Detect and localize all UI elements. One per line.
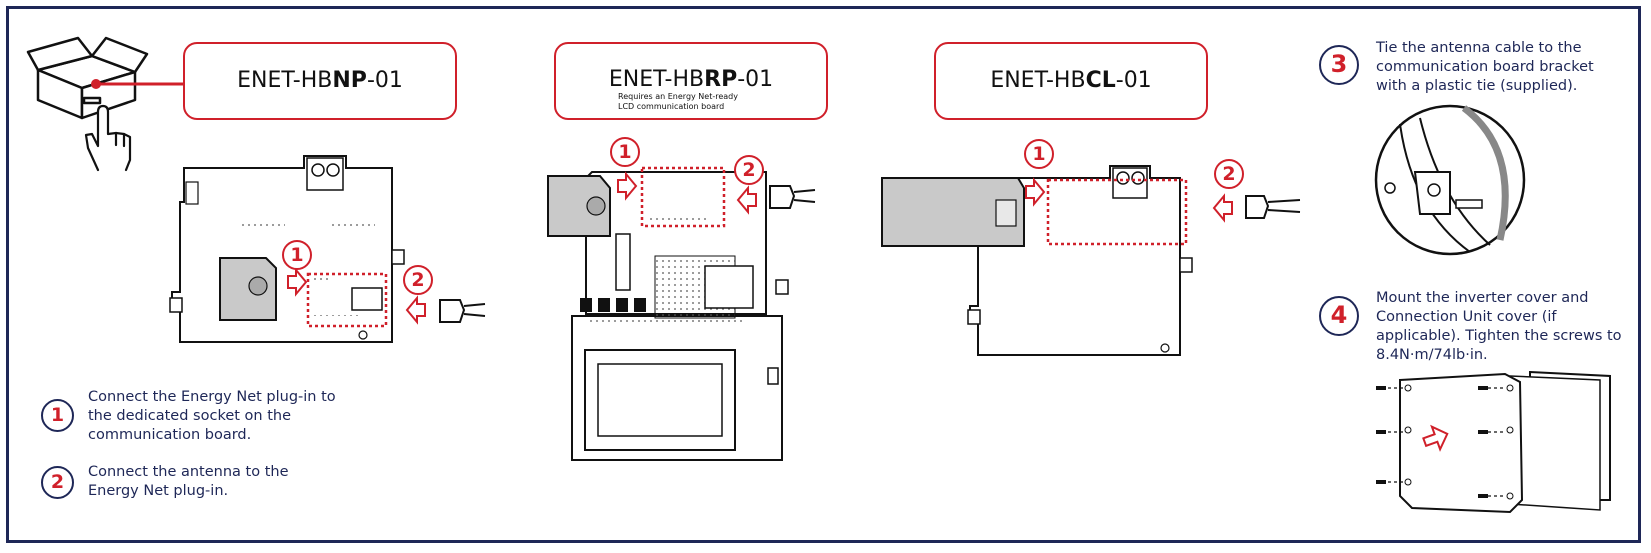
step-3-line: communication board bracket (1376, 59, 1594, 75)
step-1-line: Connect the Energy Net plug-in to (88, 389, 336, 405)
arrow-right-icon (287, 267, 308, 297)
step-4-line: applicable). Tighten the screws to (1376, 328, 1622, 344)
step-3-text: Tie the antenna cable to the communicati… (1376, 39, 1594, 96)
step-2-number: 2 (41, 466, 74, 499)
model-note-line: Requires an Energy Net-ready (618, 92, 738, 101)
cable-tie-detail (1374, 104, 1526, 256)
model-box-cl: ENET-HBCL-01 (934, 42, 1208, 120)
step-3-line: with a plastic tie (supplied). (1376, 78, 1578, 94)
callout-1-cl: 1 (1024, 139, 1054, 169)
step-4-line: 8.4N·m/74lb·in. (1376, 347, 1488, 363)
model-box-np: ENET-HBNP-01 (183, 42, 457, 120)
step-4-number: 4 (1319, 296, 1359, 336)
arrow-right-icon (617, 171, 638, 201)
callout-2-np: 2 (403, 265, 433, 295)
diagram-frame (6, 6, 1641, 543)
model-title: ENET-HBNP-01 (185, 68, 455, 93)
model-suffix: -01 (1115, 68, 1152, 93)
arrow-left-icon (1212, 193, 1233, 223)
communication-board-rp (547, 166, 816, 461)
model-code: NP (332, 68, 367, 93)
callout-2-rp: 2 (734, 155, 764, 185)
model-code: CL (1085, 68, 1116, 93)
inverter-cover-illustration (1376, 370, 1611, 514)
step-1-line: communication board. (88, 427, 252, 443)
callout-2-cl: 2 (1214, 159, 1244, 189)
arrow-left-icon (736, 185, 757, 215)
step-2-line: Energy Net plug-in. (88, 483, 229, 499)
step-1-number: 1 (41, 399, 74, 432)
model-prefix: ENET-HB (237, 68, 333, 93)
callout-1-rp: 1 (610, 137, 640, 167)
pointing-hand-icon (84, 104, 132, 172)
arrow-left-icon (405, 295, 426, 325)
model-title: ENET-HBRP-01 (556, 68, 826, 92)
model-prefix: ENET-HB (608, 67, 705, 92)
model-suffix: -01 (366, 68, 403, 93)
model-note-line: LCD communication board (618, 102, 725, 111)
step-2-text: Connect the antenna to the Energy Net pl… (88, 463, 289, 501)
arrow-right-icon (1422, 424, 1449, 452)
model-prefix: ENET-HB (990, 68, 1086, 93)
step-2-line: Connect the antenna to the (88, 464, 289, 480)
package-box-icon (26, 36, 149, 120)
model-box-rp: ENET-HBRP-01 Requires an Energy Net-read… (554, 42, 828, 120)
model-requirement-note: Requires an Energy Net-ready LCD communi… (618, 92, 826, 112)
step-1-text: Connect the Energy Net plug-in to the de… (88, 388, 336, 445)
communication-board-np (169, 155, 486, 343)
arrow-right-icon (1025, 177, 1046, 207)
step-3-line: Tie the antenna cable to the (1376, 40, 1582, 56)
model-title: ENET-HBCL-01 (936, 68, 1206, 93)
step-4-line: Connection Unit cover (if (1376, 309, 1557, 325)
callout-1-np: 1 (282, 240, 312, 270)
step-4-line: Mount the inverter cover and (1376, 290, 1589, 306)
step-4-text: Mount the inverter cover and Connection … (1376, 289, 1622, 365)
step-3-number: 3 (1319, 45, 1359, 85)
model-code: RP (704, 67, 738, 92)
step-1-line: the dedicated socket on the (88, 408, 291, 424)
communication-board-cl (881, 165, 1301, 356)
model-suffix: -01 (737, 67, 774, 92)
